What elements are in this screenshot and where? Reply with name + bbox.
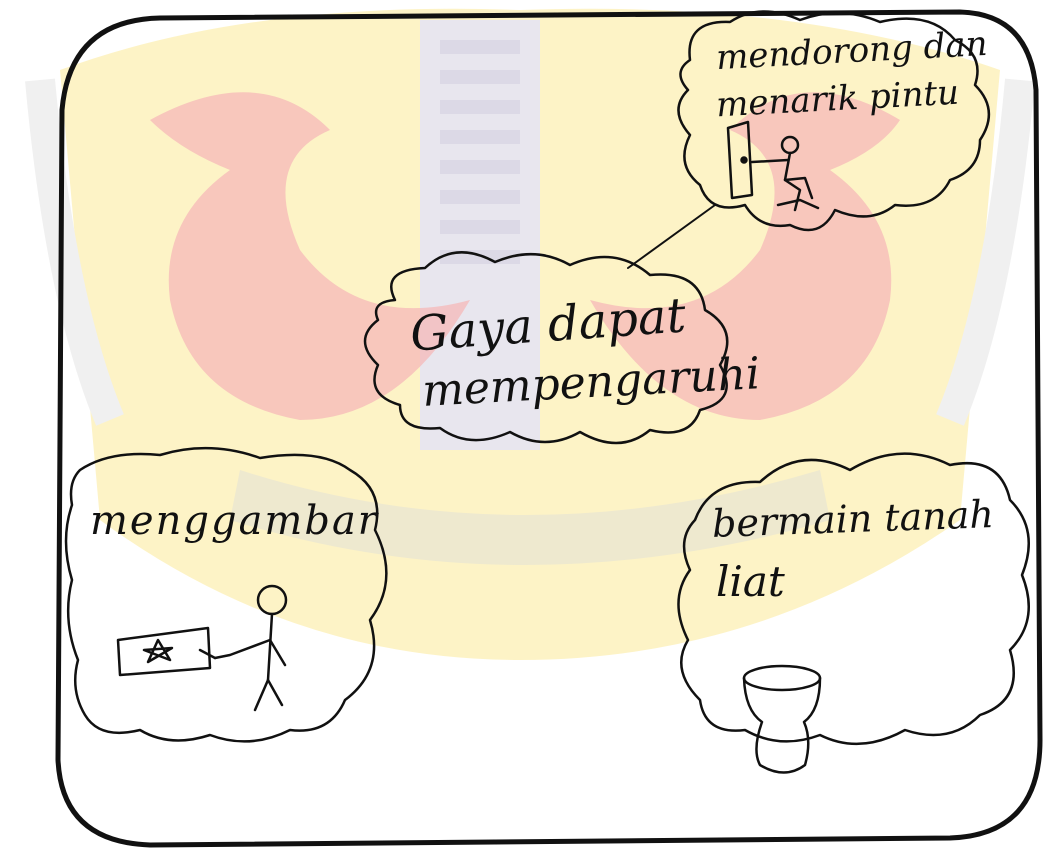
clay-pot-icon bbox=[744, 666, 820, 773]
right-bubble-line1: bermain tanah bbox=[711, 495, 994, 545]
right-bubble-line2: liat bbox=[716, 560, 785, 604]
left-bubble-label: menggambar bbox=[90, 500, 379, 542]
outer-frame bbox=[58, 12, 1040, 845]
drawing-person-icon bbox=[118, 586, 286, 710]
connector-line bbox=[628, 205, 715, 268]
left-cloud bbox=[66, 448, 386, 741]
door-and-person-icon bbox=[728, 122, 818, 210]
